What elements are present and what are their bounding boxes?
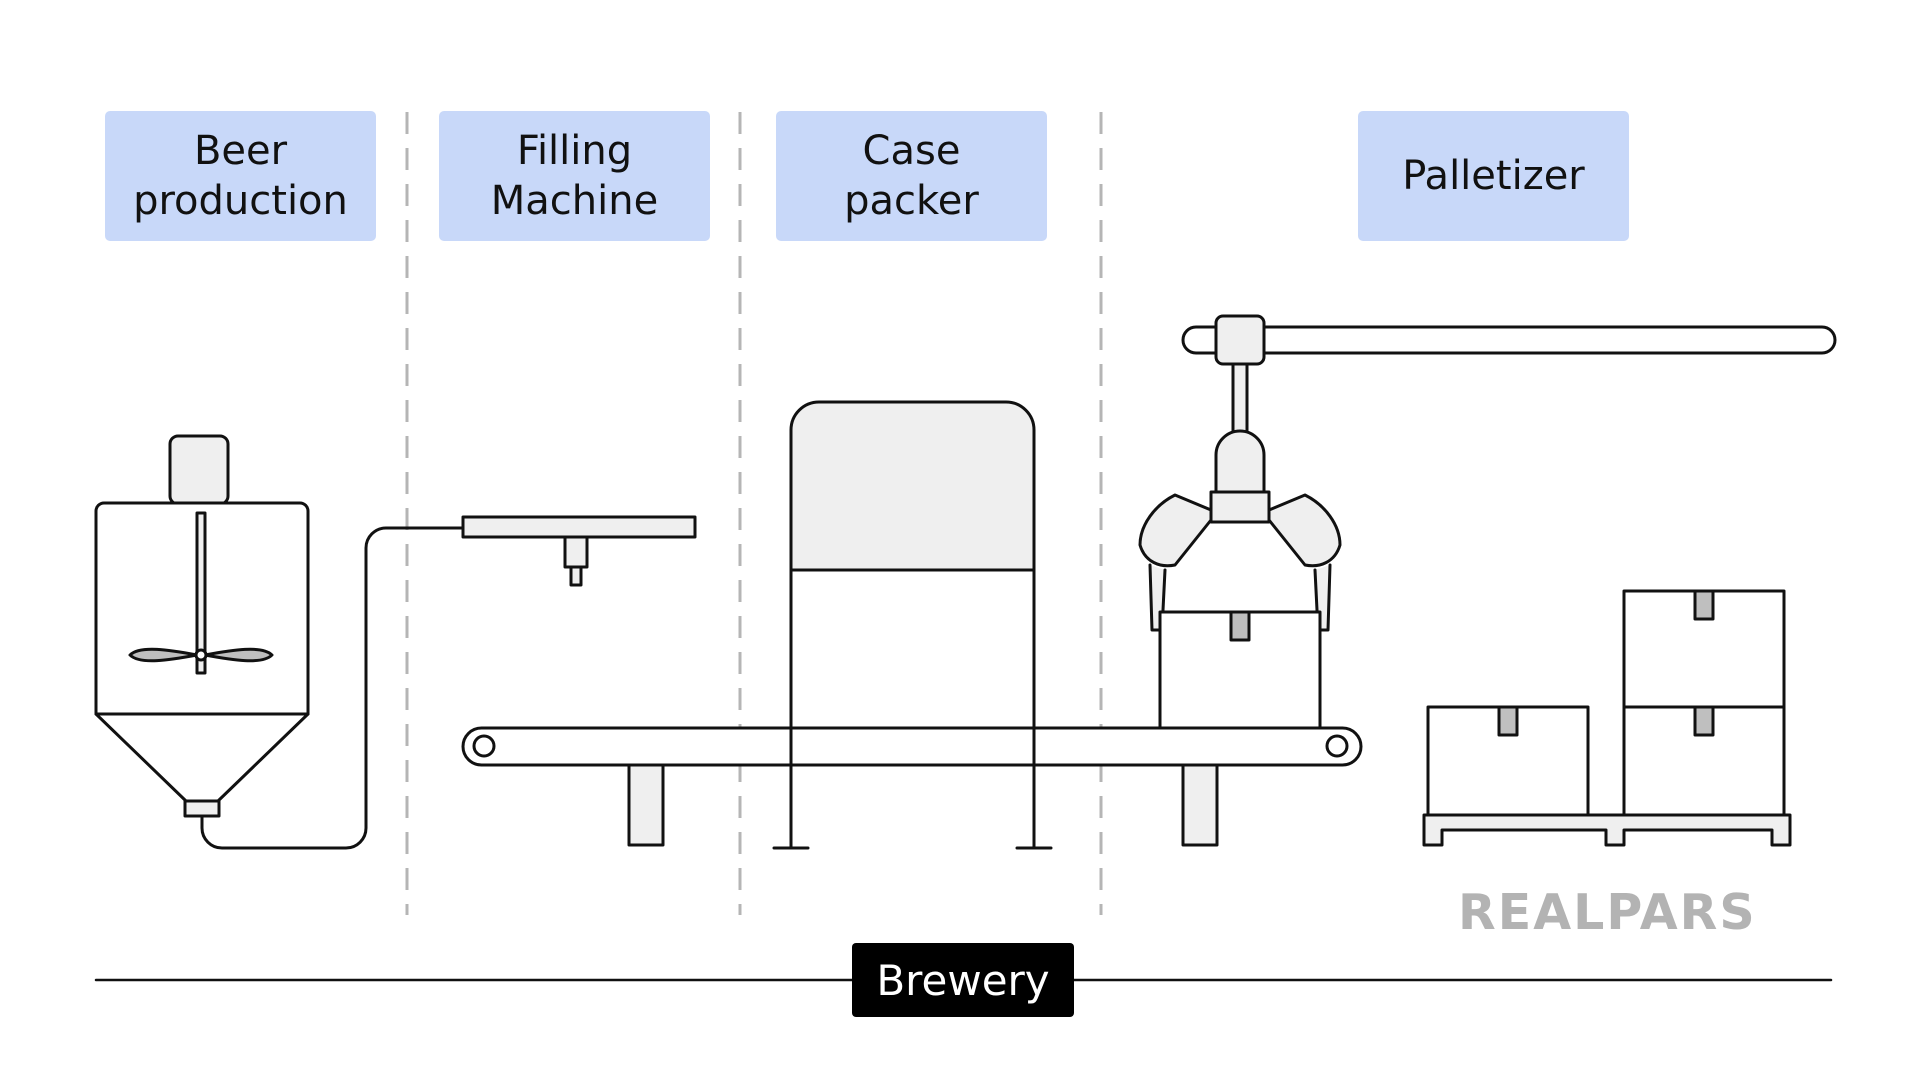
filler-nozzle xyxy=(563,535,589,569)
tank-motor xyxy=(168,434,230,506)
tank-cone xyxy=(94,712,310,803)
case-packer-hood xyxy=(789,400,1036,572)
tank-agitator-shaft xyxy=(195,511,207,675)
beer-pipe xyxy=(200,526,465,850)
brewery-tag-text: Brewery xyxy=(876,955,1050,1005)
gantry-rail xyxy=(1181,325,1837,355)
gripper-head xyxy=(1214,429,1266,494)
conveyor-roller-left xyxy=(472,734,496,758)
mixing-tank xyxy=(94,434,310,818)
stage-label-case-packer: Case packer xyxy=(776,111,1047,241)
conveyor-leg-right xyxy=(1181,763,1219,847)
realpars-logo: REALPARS xyxy=(1458,888,1812,938)
conveyor xyxy=(461,726,1363,847)
case-packer xyxy=(772,400,1053,850)
tank-agitator-blade-left xyxy=(128,647,199,663)
stage-label-text: Filling Machine xyxy=(490,128,659,224)
conveyor-roller-right xyxy=(1325,734,1349,758)
pallet-stack xyxy=(1422,589,1792,847)
stage-label-palletizer: Palletizer xyxy=(1358,111,1629,241)
gripper-jaw-right xyxy=(1267,493,1342,568)
stage-label-beer-production: Beer production xyxy=(105,111,376,241)
filling-machine xyxy=(461,515,697,587)
brewery-tag: Brewery xyxy=(852,943,1074,1017)
stage-label-text: Beer production xyxy=(133,128,348,224)
box-in-gripper xyxy=(1158,610,1322,730)
conveyor-leg-left xyxy=(627,763,665,847)
gripper-arm xyxy=(1231,362,1249,434)
filler-arm xyxy=(461,515,697,539)
conveyor-belt xyxy=(461,726,1363,767)
palletizer-robot xyxy=(1138,314,1837,632)
stage-label-text: Palletizer xyxy=(1402,153,1585,199)
stage-label-filling-machine: Filling Machine xyxy=(439,111,710,241)
tank-agitator-blade-right xyxy=(203,647,274,663)
stage-label-text: Case packer xyxy=(844,128,979,224)
pallet xyxy=(1422,813,1792,847)
gantry-carriage xyxy=(1214,314,1266,366)
stage-dividers xyxy=(405,112,1103,915)
gripper-jaw-left xyxy=(1138,493,1213,568)
logo-text: REALPARS xyxy=(1458,884,1757,941)
